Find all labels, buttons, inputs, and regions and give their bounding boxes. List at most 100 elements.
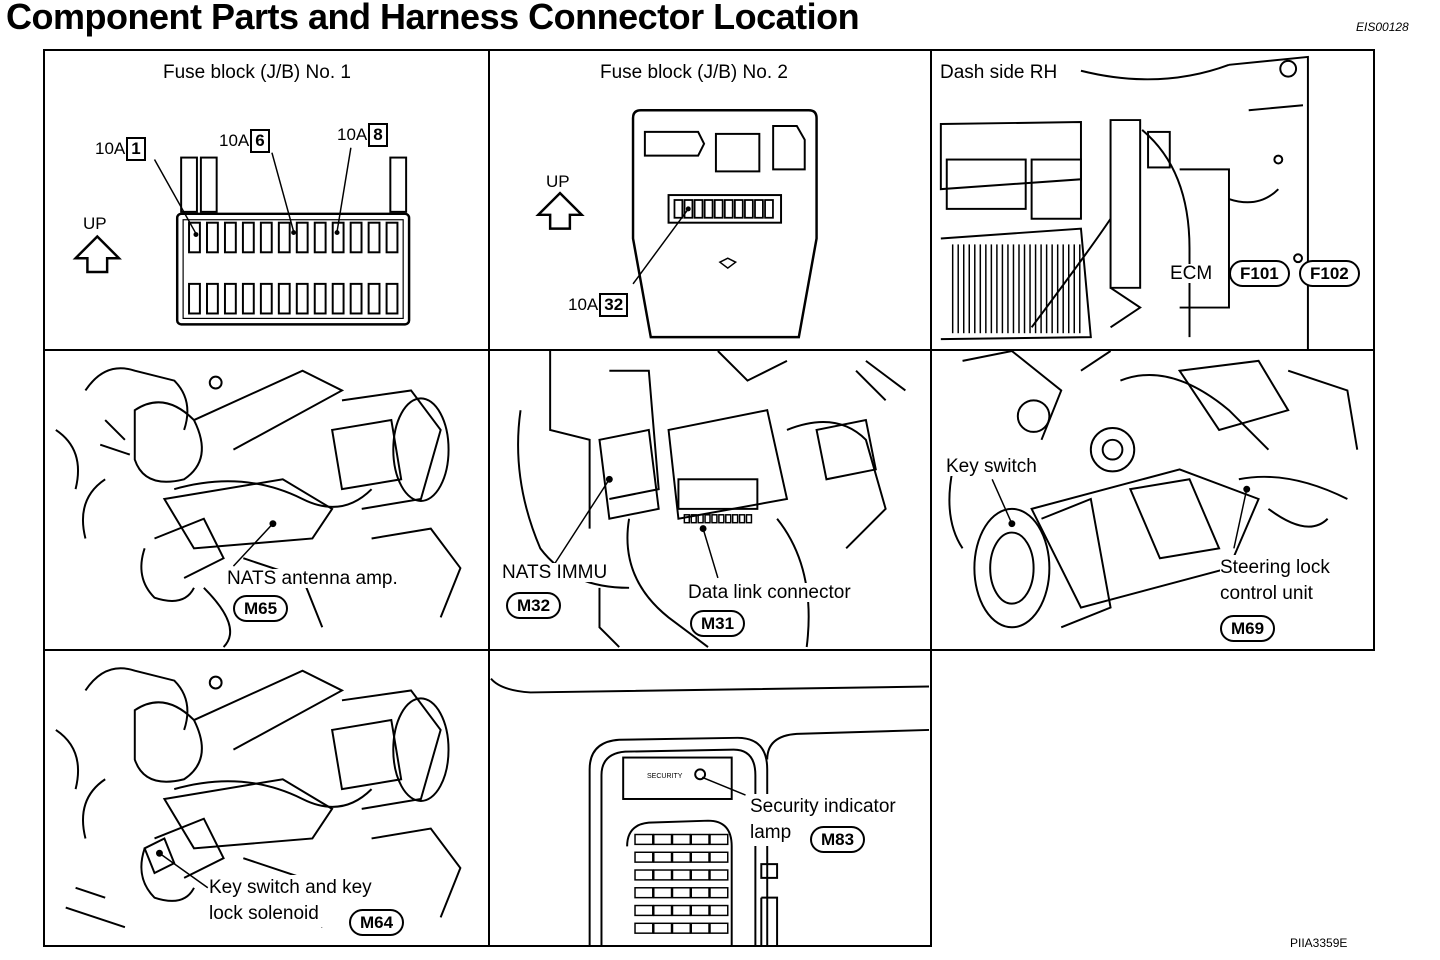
connector-pin	[704, 514, 711, 524]
panel-security-indicator: SECURITY Security indicator lamp M83	[488, 649, 932, 947]
vent-slat	[653, 887, 673, 899]
fuse-slot	[683, 199, 694, 219]
key-switch-drawing	[948, 351, 1359, 629]
vent-slat	[671, 833, 692, 846]
fuse-slot	[223, 282, 237, 315]
vent-slat	[690, 869, 710, 881]
vent-slat	[671, 922, 692, 934]
page-title: Component Parts and Harness Connector Lo…	[6, 0, 860, 37]
connector-m32: M32	[506, 592, 562, 619]
fuse-slot	[206, 221, 219, 254]
fuse-amp: 10A	[219, 131, 250, 150]
vent-slat	[709, 922, 729, 934]
connector-pin	[731, 514, 739, 524]
fuse-block-1-drawing	[72, 147, 411, 326]
vent-slat	[671, 904, 692, 917]
vent-slat	[709, 904, 729, 917]
figure-code: PIIA3359E	[1290, 936, 1348, 950]
steering-column-drawing	[55, 367, 462, 648]
vent-slat	[653, 833, 673, 846]
vent-slat	[690, 833, 710, 846]
vent-slat	[690, 851, 710, 863]
fuse-slot	[259, 221, 273, 254]
fuse-number-box: 6	[250, 129, 270, 153]
fuse-slot	[295, 221, 309, 254]
fuse-slot	[313, 221, 327, 254]
fuse-slot	[349, 282, 363, 315]
vent-slat	[709, 851, 729, 863]
connector-pin	[745, 514, 753, 524]
vent-slat	[709, 887, 729, 899]
fuse-slot	[385, 221, 399, 254]
key-switch-and-key-lock-solenoid-label: Key switch and key lock solenoid	[209, 875, 372, 927]
immu-drawing	[517, 351, 906, 648]
vent-slat	[653, 922, 673, 934]
fuse-block-2-drawing	[535, 108, 818, 339]
panel-key-switch: Key switch Steering lock control unit M6…	[930, 349, 1375, 651]
vent-slat	[653, 869, 673, 881]
vent-slat	[634, 904, 654, 917]
dash-side-title: Dash side RH	[940, 63, 1062, 82]
fuse-slot	[241, 221, 255, 254]
fuse-slot	[764, 199, 774, 219]
vent-slat	[671, 851, 692, 863]
vent-slat	[671, 887, 692, 899]
connector-m83: M83	[810, 826, 866, 853]
fuse-number-box: 32	[599, 293, 629, 317]
fuse-slot	[331, 282, 345, 315]
dash-side-drawing	[939, 55, 1309, 349]
connector-m69: M69	[1220, 615, 1276, 642]
up-indicator: UP	[83, 214, 107, 233]
nats-antenna-amp-label: NATS antenna amp.	[227, 568, 398, 589]
steering-lock-control-unit-label: Steering lock control unit	[1220, 555, 1330, 607]
fuse-slot	[295, 282, 309, 315]
fuse-slot	[206, 282, 219, 315]
data-link-connector-label: Data link connector	[688, 582, 851, 603]
nats-immu-label: NATS IMMU	[502, 562, 608, 583]
vent-slat	[634, 887, 654, 899]
vent-slat	[690, 904, 710, 917]
vent-slat	[634, 851, 654, 863]
fuse-slot	[744, 199, 754, 219]
fuse-slot	[367, 221, 381, 254]
fuse-slot	[277, 282, 291, 315]
vent-slat	[634, 833, 654, 846]
vent-slat	[709, 833, 729, 846]
vent-slat	[671, 869, 692, 881]
vent-slat	[653, 851, 673, 863]
fuse-block-2-title: Fuse block (J/B) No. 2	[600, 62, 788, 83]
ecm-label: ECM	[1170, 263, 1213, 284]
connector-pin	[725, 514, 732, 524]
panel-dash-side-rh: Dash side RH ECM F101 F102	[930, 49, 1375, 351]
connector-pin	[718, 514, 725, 524]
vent-slat	[653, 904, 673, 917]
connector-pin	[697, 514, 704, 524]
panel-nats-antenna-amp: NATS antenna amp. M65	[43, 349, 490, 651]
connector-pin	[738, 514, 746, 524]
solenoid-drawing	[55, 667, 462, 929]
vent-slat	[634, 869, 654, 881]
connector-pin	[690, 514, 697, 524]
vent-slat	[690, 922, 710, 934]
connector-m31: M31	[690, 610, 746, 637]
connector-m65: M65	[233, 595, 289, 622]
fuse-slot	[188, 221, 201, 254]
fuse-slot	[241, 282, 255, 315]
vent-slat	[634, 922, 654, 934]
fuse-slot	[367, 282, 381, 315]
fuse-slot	[349, 221, 363, 254]
fuse-slot	[713, 199, 724, 219]
vent-slat	[709, 869, 729, 881]
security-indicator-lamp-label: Security indicator lamp	[750, 794, 896, 846]
instrument-panel-drawing	[490, 677, 930, 945]
panel-nats-immu: NATS IMMU M32 Data link connector M31	[488, 349, 932, 651]
fuse-slot	[733, 199, 744, 219]
fuse-slot	[754, 199, 764, 219]
document-code: EIS00128	[1356, 20, 1409, 34]
security-panel-text: SECURITY	[647, 773, 683, 780]
fuse-number-box: 1	[126, 137, 146, 161]
fuse-amp: 10A	[337, 125, 368, 144]
